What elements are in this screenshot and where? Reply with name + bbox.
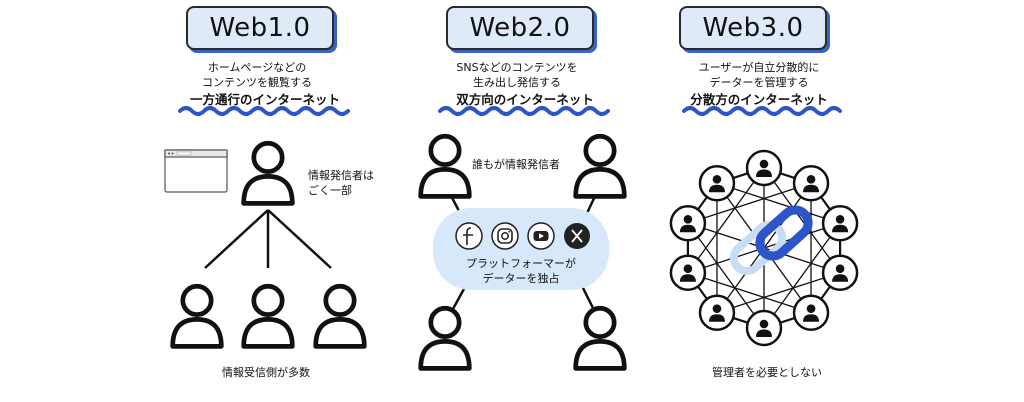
web1-title: Web1.0: [186, 6, 334, 50]
platform-note: プラットフォーマーが データーを独占: [466, 257, 576, 285]
web1-description: ホームページなどの コンテンツを観覧する: [202, 61, 312, 89]
peer-connection-line: [687, 167, 765, 274]
x-icon: [564, 223, 590, 249]
peer-node-icon: [698, 294, 736, 331]
peer-connection-line: [716, 182, 841, 224]
user-person-icon: [421, 308, 470, 368]
user-person-icon: [421, 136, 470, 196]
web1-side-note: 情報発信者は ごく一部: [308, 169, 374, 197]
blockchain-link-icon: [729, 205, 813, 276]
viewer-person-icon: [173, 286, 222, 346]
web2-side-note: 誰もが情報発信者: [472, 158, 560, 171]
instagram-icon: [491, 222, 519, 250]
web3-description: ユーザーが自立分散的に データーを管理する: [698, 61, 820, 89]
peer-node-icon: [745, 309, 783, 347]
user-person-icon: [576, 136, 625, 196]
peer-connection-line: [763, 222, 841, 329]
web3-title: Web3.0: [679, 6, 827, 50]
peer-node-icon: [821, 205, 859, 242]
peer-node-icon: [669, 254, 707, 291]
web2-description: SNSなどのコンテンツを 生み出し発信する: [456, 61, 578, 89]
peer-node-icon: [745, 149, 783, 187]
web3-bottom-note: 管理者を必要としない: [712, 366, 822, 379]
peer-connection-line: [763, 167, 841, 274]
web1-connector: [267, 209, 332, 269]
peer-node-icon: [821, 254, 859, 291]
peer-node-icon: [698, 165, 736, 202]
web1-tagline: 一方通行のインターネット: [189, 92, 340, 107]
peer-node-icon: [792, 165, 830, 202]
web1-wave-underline: [178, 106, 350, 116]
web2-wave-underline: [438, 106, 610, 116]
user-person-icon: [576, 308, 625, 368]
browser-window-icon: [164, 149, 228, 193]
peer-node-icon: [792, 294, 830, 331]
web2-tagline: 双方向のインターネット: [456, 92, 594, 107]
publisher-person-icon: [244, 143, 293, 203]
facebook-icon: [455, 222, 483, 250]
peer-connection-line: [687, 272, 812, 314]
peer-connection-line: [687, 182, 812, 224]
web1-connector: [204, 209, 269, 269]
peer-node-icon: [669, 205, 707, 242]
viewer-person-icon: [316, 286, 365, 346]
peer-connection-line: [716, 272, 841, 314]
web1-bottom-note: 情報受信側が多数: [222, 366, 310, 379]
web2-title: Web2.0: [446, 6, 594, 50]
youtube-icon: [527, 222, 555, 250]
web3-tagline: 分散方のインターネット: [690, 92, 828, 107]
peer-connection-line: [687, 222, 765, 329]
web3-wave-underline: [682, 106, 842, 116]
viewer-person-icon: [244, 286, 293, 346]
